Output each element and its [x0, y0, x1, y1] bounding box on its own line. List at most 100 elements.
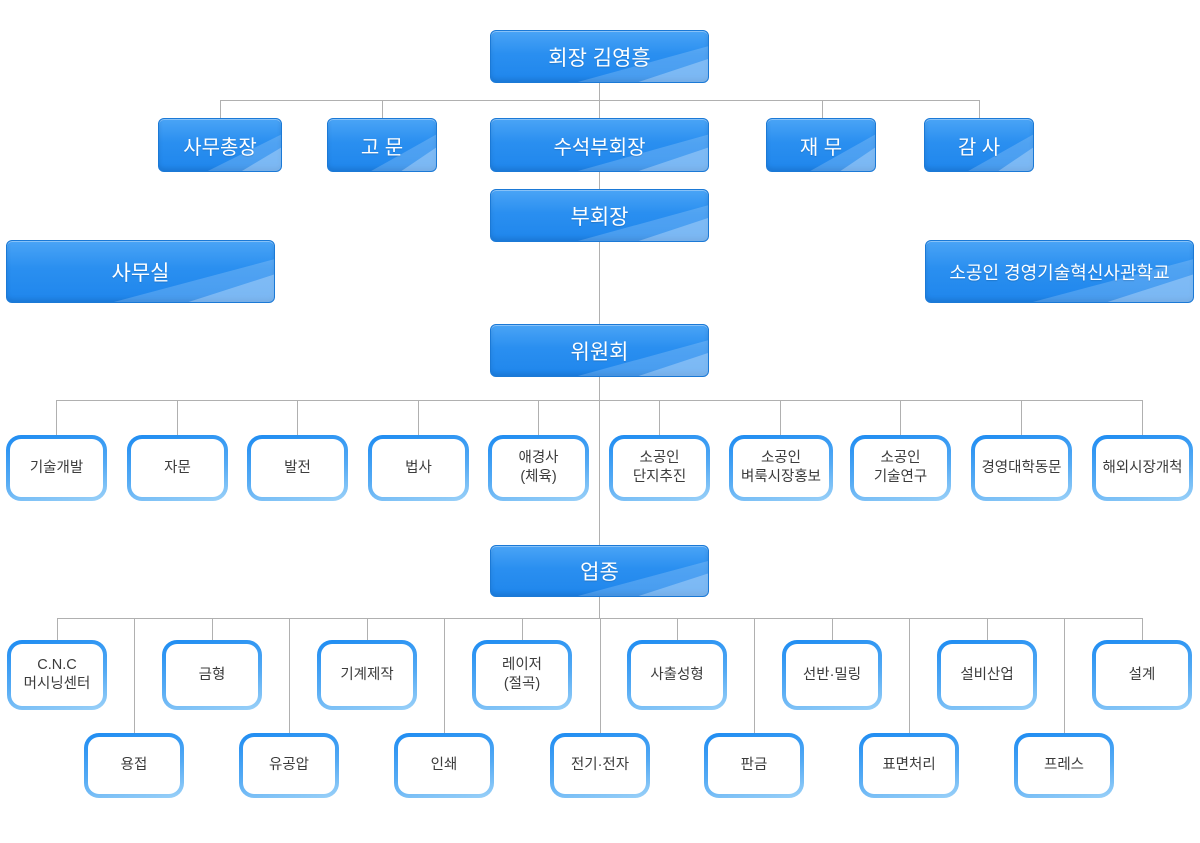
industry-node-label: 금형 — [166, 644, 258, 706]
connector-line — [1021, 400, 1022, 435]
committee-node-label: 기술개발 — [10, 439, 103, 497]
connector-line — [538, 400, 539, 435]
connector-line — [134, 618, 135, 733]
industry-node-label: 설계 — [1096, 644, 1188, 706]
industry-node-label: 유공압 — [243, 737, 335, 794]
connector-line — [220, 100, 221, 118]
industry-node: 표면처리 — [859, 733, 959, 798]
industry-node-label: 선반·밀링 — [786, 644, 878, 706]
industry-node: 레이저 (절곡) — [472, 640, 572, 710]
industry-node-label: 용접 — [88, 737, 180, 794]
committee-node: 애경사 (체육) — [488, 435, 589, 501]
connector-line — [599, 242, 600, 324]
connector-line — [56, 400, 57, 435]
committee-node-label: 소공인 벼룩시장홍보 — [733, 439, 829, 497]
committee-node: 소공인 기술연구 — [850, 435, 951, 501]
node-secretary-general-label: 사무총장 — [183, 136, 257, 159]
committee-node-label: 소공인 단지추진 — [613, 439, 706, 497]
node-industry-header: 업종 — [490, 545, 709, 597]
committee-node-label: 애경사 (체육) — [492, 439, 585, 497]
committee-node-label: 발전 — [251, 439, 344, 497]
connector-line — [599, 172, 600, 189]
connector-line — [780, 400, 781, 435]
node-academy-label: 소공인 경영기술혁신사관학교 — [949, 262, 1170, 283]
industry-node-label: 판금 — [708, 737, 800, 794]
connector-line — [382, 100, 383, 118]
committee-node-label: 소공인 기술연구 — [854, 439, 947, 497]
committee-node: 발전 — [247, 435, 348, 501]
connector-line — [754, 618, 755, 733]
industry-node-label: 프레스 — [1018, 737, 1110, 794]
connector-line — [1064, 618, 1065, 733]
industry-node-label: 기계제작 — [321, 644, 413, 706]
connector-line — [987, 618, 988, 640]
industry-node: 금형 — [162, 640, 262, 710]
node-advisor: 고 문 — [327, 118, 437, 172]
connector-line — [600, 618, 601, 733]
node-secretary-general: 사무총장 — [158, 118, 282, 172]
node-audit-label: 감 사 — [957, 136, 1001, 159]
industry-node-label: 표면처리 — [863, 737, 955, 794]
connector-line — [979, 100, 980, 118]
node-committee-header: 위원회 — [490, 324, 709, 377]
connector-line — [220, 100, 979, 101]
committee-node-label: 자문 — [131, 439, 224, 497]
node-office: 사무실 — [6, 240, 275, 303]
node-committee-header-label: 위원회 — [570, 340, 629, 364]
industry-node: 판금 — [704, 733, 804, 798]
industry-node: 유공압 — [239, 733, 339, 798]
committee-node: 소공인 단지추진 — [609, 435, 710, 501]
connector-line — [659, 400, 660, 435]
committee-node: 기술개발 — [6, 435, 107, 501]
connector-line — [57, 618, 1142, 619]
industry-node: 설비산업 — [937, 640, 1037, 710]
node-chairman-label: 회장 김영흥 — [548, 46, 651, 70]
connector-line — [1142, 400, 1143, 435]
connector-line — [599, 377, 600, 545]
node-finance-label: 재 무 — [799, 136, 843, 159]
connector-line — [212, 618, 213, 640]
committee-node: 경영대학동문 — [971, 435, 1072, 501]
industry-node-label: 레이저 (절곡) — [476, 644, 568, 706]
node-advisor-label: 고 문 — [360, 136, 404, 159]
committee-node: 해외시장개척 — [1092, 435, 1193, 501]
connector-line — [677, 618, 678, 640]
connector-line — [177, 400, 178, 435]
industry-node-label: 인쇄 — [398, 737, 490, 794]
node-audit: 감 사 — [924, 118, 1034, 172]
node-academy: 소공인 경영기술혁신사관학교 — [925, 240, 1194, 303]
industry-node-label: 사출성형 — [631, 644, 723, 706]
industry-node: 인쇄 — [394, 733, 494, 798]
committee-node-label: 경영대학동문 — [975, 439, 1068, 497]
connector-line — [418, 400, 419, 435]
industry-node: 전기·전자 — [550, 733, 650, 798]
industry-node: 선반·밀링 — [782, 640, 882, 710]
committee-node: 소공인 벼룩시장홍보 — [729, 435, 833, 501]
node-senior-vice-chairman: 수석부회장 — [490, 118, 709, 172]
connector-line — [57, 618, 58, 640]
connector-line — [289, 618, 290, 733]
connector-line — [522, 618, 523, 640]
node-vice-chairman: 부회장 — [490, 189, 709, 242]
industry-node: 기계제작 — [317, 640, 417, 710]
connector-line — [900, 400, 901, 435]
connector-line — [599, 597, 600, 618]
industry-node-label: 전기·전자 — [554, 737, 646, 794]
node-vice-chairman-label: 부회장 — [570, 205, 629, 229]
connector-line — [832, 618, 833, 640]
industry-node: 사출성형 — [627, 640, 727, 710]
industry-node: 설계 — [1092, 640, 1192, 710]
node-chairman: 회장 김영흥 — [490, 30, 709, 83]
node-office-label: 사무실 — [111, 261, 170, 285]
industry-node: 용접 — [84, 733, 184, 798]
connector-line — [1142, 618, 1143, 640]
connector-line — [822, 100, 823, 118]
industry-node: 프레스 — [1014, 733, 1114, 798]
industry-node: C.N.C 머시닝센터 — [7, 640, 107, 710]
committee-node: 자문 — [127, 435, 228, 501]
committee-node-label: 법사 — [372, 439, 465, 497]
node-industry-header-label: 업종 — [580, 561, 619, 584]
connector-line — [909, 618, 910, 733]
committee-node: 법사 — [368, 435, 469, 501]
